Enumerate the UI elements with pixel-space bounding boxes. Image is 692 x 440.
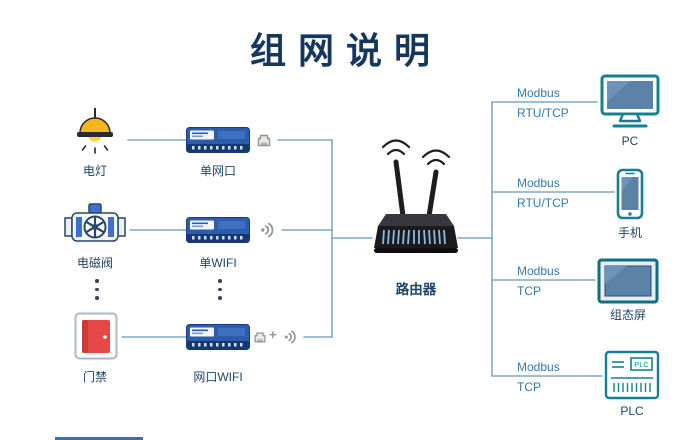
protocol-phone-line2: RTU/TCP bbox=[517, 196, 569, 210]
access-door-icon bbox=[74, 312, 118, 360]
endpoint-plc-label: PLC bbox=[620, 404, 644, 418]
endpoint-hmi-label: 组态屏 bbox=[609, 308, 646, 322]
dtu-module-ethernet-wifi-icon bbox=[186, 324, 250, 350]
more-devices-ellipsis bbox=[93, 279, 101, 300]
dtu-module-ethernet-icon bbox=[186, 127, 250, 153]
protocol-plc-line1: Modbus bbox=[517, 360, 560, 374]
pc-monitor-icon bbox=[600, 74, 660, 128]
device-lamp-label: 电灯 bbox=[82, 164, 107, 178]
cropped-edge-artifact bbox=[55, 437, 143, 440]
protocol-pc-line1: Modbus bbox=[517, 86, 560, 100]
dtu-module-wifi-icon bbox=[186, 217, 250, 243]
protocol-plc-line2: TCP bbox=[517, 380, 541, 394]
ethernet-port-icon bbox=[257, 134, 271, 147]
router-icon bbox=[374, 139, 458, 253]
protocol-hmi-line2: TCP bbox=[517, 284, 541, 298]
wifi-icon bbox=[261, 222, 274, 238]
protocol-hmi-line1: Modbus bbox=[517, 264, 560, 278]
module-ethernet-label: 单网口 bbox=[199, 164, 236, 178]
router-label: 路由器 bbox=[395, 282, 437, 297]
more-modules-ellipsis bbox=[216, 279, 224, 300]
phone-icon bbox=[616, 168, 644, 220]
lamp-icon bbox=[77, 108, 113, 154]
wifi-icon bbox=[284, 330, 296, 344]
protocol-pc-line2: RTU/TCP bbox=[517, 106, 569, 120]
device-valve-label: 电磁阀 bbox=[76, 256, 113, 270]
module-ethernet-wifi-label: 网口WIFI bbox=[193, 370, 243, 384]
protocol-phone-line1: Modbus bbox=[517, 176, 560, 190]
solenoid-valve-icon bbox=[64, 203, 126, 242]
page-title: 组网说明 bbox=[249, 30, 442, 71]
device-door-label: 门禁 bbox=[82, 370, 107, 384]
plc-icon: PLC bbox=[604, 350, 660, 400]
ethernet-port-icon bbox=[254, 332, 266, 343]
module-wifi-label: 单WIFI bbox=[199, 256, 237, 270]
plc-icon-text: PLC bbox=[634, 360, 649, 369]
plus-sign: + bbox=[269, 327, 277, 342]
endpoint-pc-label: PC bbox=[621, 134, 639, 148]
hmi-screen-icon bbox=[597, 258, 659, 304]
endpoint-phone-label: 手机 bbox=[617, 226, 642, 240]
